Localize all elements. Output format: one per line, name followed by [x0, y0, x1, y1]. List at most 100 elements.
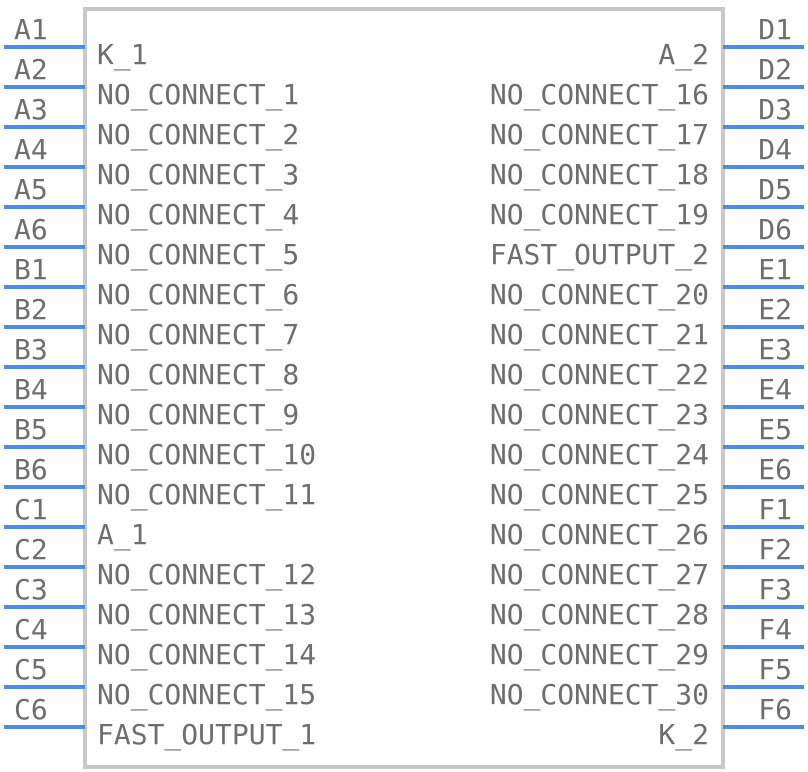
left-pin-column: A1K_1A2NO_CONNECT_1A3NO_CONNECT_2A4NO_CO… [4, 13, 316, 752]
pin-number: D3 [758, 93, 792, 126]
pin-number: F5 [758, 653, 792, 686]
pin-number: E6 [758, 453, 792, 486]
pin-signal-name: K_2 [658, 718, 709, 752]
pin-signal-name: NO_CONNECT_16 [490, 78, 709, 112]
pin-signal-name: NO_CONNECT_24 [490, 438, 709, 472]
pin-number: D5 [758, 173, 792, 206]
pin-number: F2 [758, 533, 792, 566]
pin-signal-name: NO_CONNECT_18 [490, 158, 709, 192]
pin-number: C4 [14, 613, 48, 646]
pin-A1: A1K_1 [4, 13, 148, 72]
pin-number: B5 [14, 413, 48, 446]
pin-signal-name: A_1 [97, 518, 148, 552]
pin-signal-name: NO_CONNECT_19 [490, 198, 709, 232]
pin-signal-name: NO_CONNECT_26 [490, 518, 709, 552]
pin-number: F6 [758, 693, 792, 726]
pin-number: F3 [758, 573, 792, 606]
pin-number: A4 [14, 133, 48, 166]
pin-number: B1 [14, 253, 48, 286]
pin-signal-name: NO_CONNECT_27 [490, 558, 709, 592]
pin-C1: C1A_1 [4, 493, 148, 552]
pin-signal-name: NO_CONNECT_6 [97, 278, 299, 312]
pin-F6: F6K_2 [658, 693, 804, 752]
component-body [83, 7, 725, 769]
pin-signal-name: NO_CONNECT_29 [490, 638, 709, 672]
pin-number: D6 [758, 213, 792, 246]
pin-signal-name: NO_CONNECT_9 [97, 398, 299, 432]
pin-number: A3 [14, 93, 48, 126]
pin-D1: D1A_2 [658, 13, 804, 72]
pin-number: E2 [758, 293, 792, 326]
pin-number: A6 [14, 213, 48, 246]
pin-signal-name: NO_CONNECT_14 [97, 638, 316, 672]
pin-signal-name: NO_CONNECT_7 [97, 318, 299, 352]
pin-signal-name: NO_CONNECT_25 [490, 478, 709, 512]
pin-signal-name: NO_CONNECT_10 [97, 438, 316, 472]
pin-number: C5 [14, 653, 48, 686]
pin-number: E5 [758, 413, 792, 446]
pin-number: B6 [14, 453, 48, 486]
pin-number: C1 [14, 493, 48, 526]
pin-signal-name: NO_CONNECT_28 [490, 598, 709, 632]
pin-signal-name: NO_CONNECT_5 [97, 238, 299, 272]
pin-number: C6 [14, 693, 48, 726]
pin-number: E1 [758, 253, 792, 286]
pin-number: B4 [14, 373, 48, 406]
pin-number: D1 [758, 13, 792, 46]
pin-number: B3 [14, 333, 48, 366]
pin-number: F1 [758, 493, 792, 526]
pin-number: B2 [14, 293, 48, 326]
pin-number: F4 [758, 613, 792, 646]
pin-signal-name: NO_CONNECT_23 [490, 398, 709, 432]
pin-number: E3 [758, 333, 792, 366]
pin-signal-name: NO_CONNECT_17 [490, 118, 709, 152]
pin-signal-name: FAST_OUTPUT_1 [97, 718, 316, 752]
pin-signal-name: FAST_OUTPUT_2 [490, 238, 709, 272]
pin-signal-name: NO_CONNECT_15 [97, 678, 316, 712]
pin-signal-name: K_1 [97, 38, 148, 72]
pin-signal-name: NO_CONNECT_3 [97, 158, 299, 192]
pin-signal-name: NO_CONNECT_13 [97, 598, 316, 632]
pin-number: C2 [14, 533, 48, 566]
pin-signal-name: NO_CONNECT_8 [97, 358, 299, 392]
pin-signal-name: A_2 [658, 38, 709, 72]
pin-signal-name: NO_CONNECT_12 [97, 558, 316, 592]
pin-number: A5 [14, 173, 48, 206]
pin-signal-name: NO_CONNECT_30 [490, 678, 709, 712]
pin-number: A1 [14, 13, 48, 46]
pin-signal-name: NO_CONNECT_1 [97, 78, 299, 112]
pin-signal-name: NO_CONNECT_11 [97, 478, 316, 512]
pin-number: A2 [14, 53, 48, 86]
